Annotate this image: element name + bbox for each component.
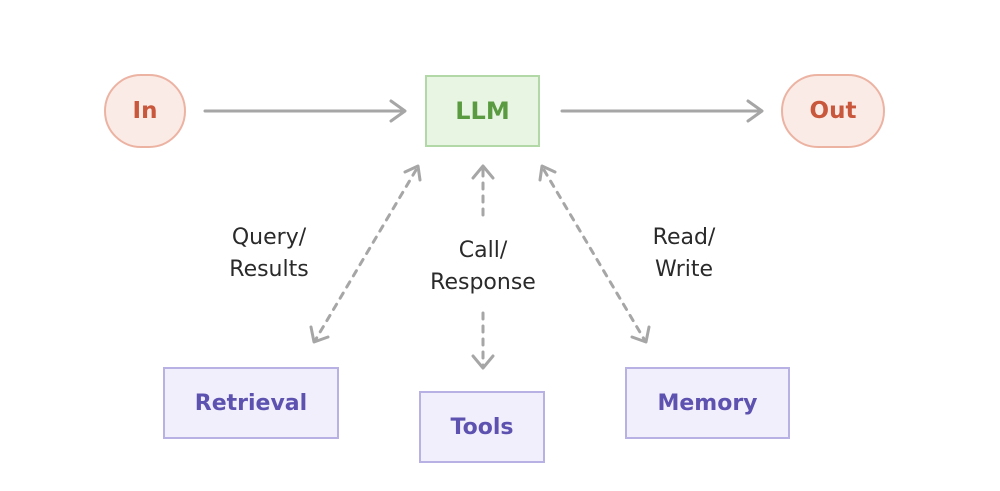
memory-node: Memory [625,367,790,439]
llm-node-label: LLM [455,97,510,125]
retrieval-edge-label-line-1: Query/ [231,225,307,250]
tools-edge-label-line-2: Response [430,270,536,295]
memory-node-label: Memory [657,390,758,416]
arrow-llm-memory [538,164,651,344]
arrow-llm-tools [471,164,495,370]
memory-edge-label: Read/ Write [624,222,744,286]
input-node: In [104,74,186,148]
output-node-label: Out [809,98,857,124]
memory-edge-label-line-2: Write [654,257,714,282]
retrieval-node-label: Retrieval [194,390,308,416]
arrow-llm-retrieval [309,164,422,344]
tools-edge-label: Call/ Response [413,235,553,299]
retrieval-edge-label-line-2: Results [229,257,309,282]
input-node-label: In [132,98,158,124]
retrieval-node: Retrieval [163,367,339,439]
tools-node: Tools [419,391,545,463]
llm-node: LLM [425,75,540,147]
arrow-in-to-llm [203,99,407,123]
memory-edge-label-line-1: Read/ [652,225,716,250]
tools-node-label: Tools [450,414,514,440]
tools-edge-label-line-1: Call/ [458,238,508,263]
output-node: Out [781,74,885,148]
arrow-llm-to-out [560,99,764,123]
retrieval-edge-label: Query/ Results [209,222,329,286]
